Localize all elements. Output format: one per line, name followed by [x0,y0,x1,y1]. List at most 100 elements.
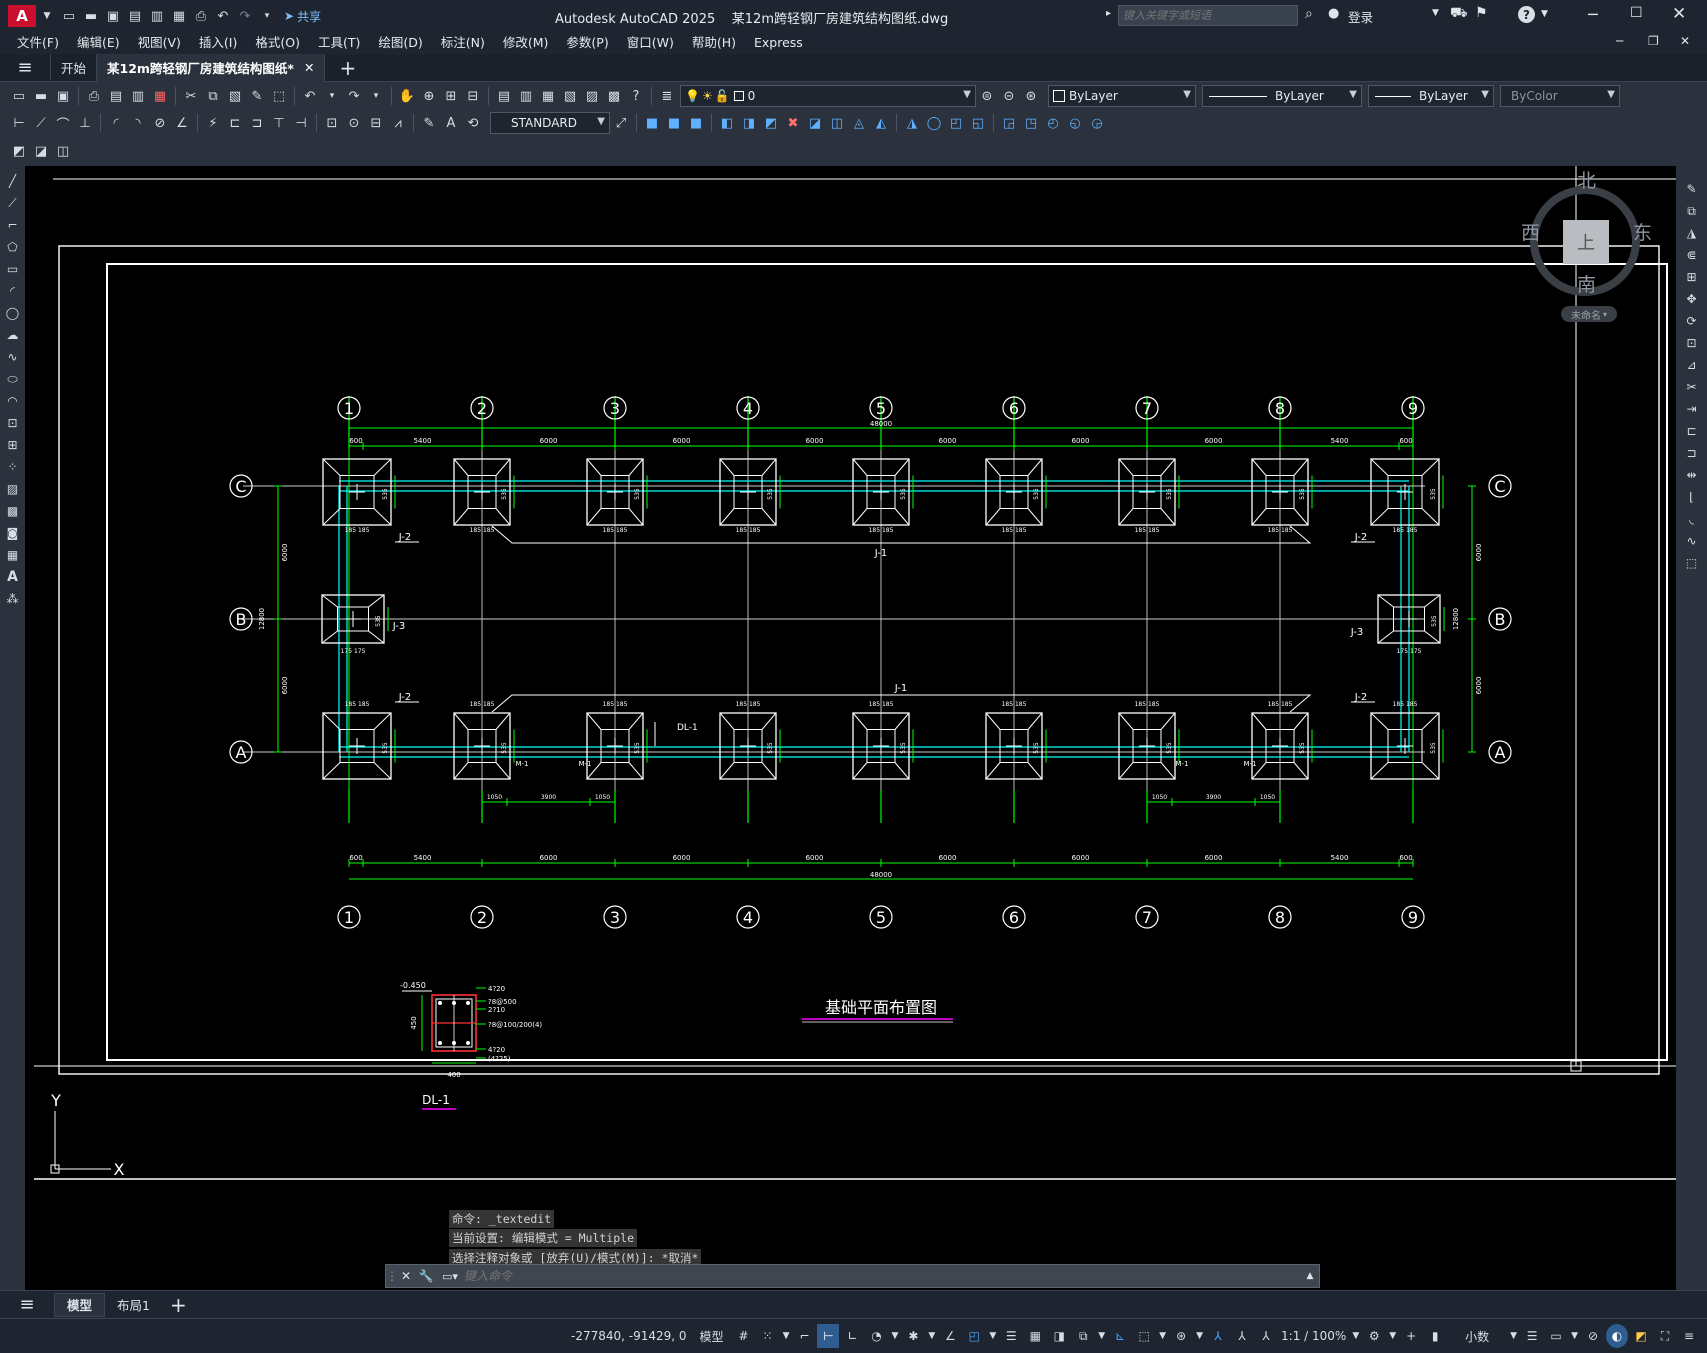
solid-section-icon[interactable]: ◩ [764,115,778,131]
dimstyle-manager-icon[interactable]: ⤢ [615,115,627,131]
viewcube-west[interactable]: 西 [1521,222,1541,244]
isolate-objects-icon[interactable]: ◐ [1606,1324,1628,1348]
solid-clean-icon[interactable]: ◰ [949,115,963,131]
undo-icon[interactable]: ↶ [217,8,229,24]
layer-match-icon[interactable]: ◩ [12,143,26,159]
menu-insert[interactable]: 插入(I) [198,35,238,50]
share-button[interactable]: ➤ 共享 [284,8,321,25]
qnew-icon[interactable]: ▭ [12,88,26,104]
sun-icon[interactable]: ☀ [701,89,713,103]
solid-fillet-icon[interactable]: ◵ [1069,115,1081,131]
extend-icon[interactable]: ⇥ [1686,402,1697,416]
center-mark-icon[interactable]: ⊙ [348,115,360,131]
solid-offset-icon[interactable]: ◱ [971,115,985,131]
grid-icon[interactable]: # [738,1329,749,1343]
cut-icon[interactable]: ✂ [185,88,197,104]
make-block-icon[interactable]: ⊞ [7,438,18,452]
move-icon[interactable]: ✥ [1686,292,1697,306]
tab-layout1[interactable]: 布局1 [105,1293,162,1317]
solid-check-icon[interactable]: ◯ [926,115,942,131]
ortho-icon[interactable]: ∟ [847,1329,858,1343]
selection-cycling-icon[interactable]: ◨ [1053,1329,1065,1343]
help-chevron-icon[interactable]: ▼ [1541,9,1548,19]
menu-file[interactable]: 文件(F) [17,35,59,50]
isodraft-chevron-icon[interactable]: ▼ [928,1331,936,1341]
snap-chevron-icon[interactable]: ▼ [782,1331,790,1341]
menu-format[interactable]: 格式(O) [255,35,300,50]
help-icon[interactable]: ? [1518,6,1535,23]
redo-icon[interactable]: ↷ [348,88,360,104]
login-button[interactable]: 登录 [1348,10,1374,25]
solid-delete-icon[interactable]: ✖ [787,115,799,131]
publish-icon[interactable]: ▥ [131,88,145,104]
viewcube[interactable] [1530,186,1640,296]
layer-isolate-icon[interactable]: ◫ [56,143,70,159]
zoom-realtime-icon[interactable]: ⊕ [423,88,435,104]
make-current-icon[interactable]: ⊜ [981,88,993,104]
menu-express[interactable]: Express [753,35,803,50]
dim-space-icon[interactable]: ⊤ [273,115,285,131]
dim-angular-icon[interactable]: ∠ [176,115,188,131]
isodraft-icon[interactable]: ✱ [908,1329,919,1343]
table-icon[interactable]: ▦ [6,548,19,562]
point-icon[interactable]: ⁘ [7,460,18,474]
plot-icon[interactable]: ⎙ [88,88,100,104]
open-folder-icon[interactable]: ▬ [84,8,98,24]
dynamic-ucs-icon[interactable]: ⊾ [1115,1329,1126,1343]
3d-osnap-icon[interactable]: ⧉ [1078,1328,1088,1343]
tolerance-icon[interactable]: ⊡ [326,115,338,131]
menu-parametric[interactable]: 参数(P) [566,35,609,50]
close-icon[interactable]: ✕ [1672,4,1687,24]
units-button[interactable]: 小数 [1465,1329,1490,1344]
scale-chevron-icon[interactable]: ▼ [1352,1331,1360,1341]
dim-text-edit-icon[interactable]: A [446,115,456,131]
solid-subtract-icon[interactable]: ■ [689,115,703,131]
copy-icon[interactable]: ⧉ [208,88,218,104]
minimize-icon[interactable]: ─ [1588,5,1598,24]
layer-on-icon[interactable]: 💡 [685,89,700,103]
command-close-icon[interactable]: ✕ [400,1269,412,1283]
object-snap-icon[interactable]: ◰ [968,1329,980,1343]
new-tab-icon[interactable]: + [339,55,357,80]
units-icon[interactable]: ▮ [1431,1329,1439,1343]
sheet-set-icon[interactable]: ▧ [563,88,577,104]
menu-dimension[interactable]: 标注(N) [440,35,485,50]
save-icon[interactable]: ▣ [56,88,70,104]
ellipse-arc-icon[interactable]: ◠ [7,394,18,408]
stretch-icon[interactable]: ⊿ [1686,358,1697,372]
menu-help[interactable]: 帮助(H) [691,35,736,50]
maximize-icon[interactable]: ☐ [1630,5,1643,21]
login-chevron-icon[interactable]: ▼ [1432,8,1439,18]
search-icon[interactable]: ⌕ [1305,6,1313,22]
spline-icon[interactable]: ∿ [7,350,18,364]
viewcube-south[interactable]: 南 [1577,274,1597,296]
layout-menu-icon[interactable]: ≡ [19,1294,35,1315]
doc-minimize-icon[interactable]: ─ [1616,34,1624,48]
infer-constraints-icon[interactable]: ⌐ [799,1329,810,1343]
customization-icon[interactable]: ≡ [1683,1329,1695,1343]
export-icon[interactable]: ▦ [172,8,186,24]
layer-dropdown[interactable]: 💡 ☀ 🔓 0 ▼ [680,85,976,107]
quick-properties-icon[interactable]: ☰ [1526,1329,1538,1343]
lock-icon[interactable]: 🔓 [714,89,730,103]
solid-taper-icon[interactable]: ◴ [1047,115,1059,131]
grip-handle[interactable]: ⋮ [386,1269,398,1283]
solid-color-icon[interactable]: ◫ [830,115,844,131]
zoom-window-icon[interactable]: ⊞ [445,88,457,104]
dim-linear-icon[interactable]: ⊢ [13,115,25,131]
jogged-linear-icon[interactable]: ⩘ [394,115,402,131]
layer-properties-icon[interactable]: ≣ [661,88,673,104]
dim-baseline-icon[interactable]: ⊏ [229,115,241,131]
viewcube-east[interactable]: 东 [1633,222,1653,244]
lineweight-dropdown[interactable]: ByLayer ▼ [1368,85,1494,107]
menu-edit[interactable]: 编辑(E) [76,35,120,50]
dim-diameter-icon[interactable]: ⊘ [154,115,166,131]
insert-block-icon[interactable]: ⊡ [7,416,18,430]
search-arrow-icon[interactable]: ▸ [1106,8,1112,19]
annotation-visibility-icon[interactable]: ⅄ [1214,1329,1222,1343]
break-point-icon[interactable]: ⊏ [1686,424,1697,438]
wcs-menu[interactable]: 未命名 ▾ [1561,306,1617,322]
transparency-icon[interactable]: ▦ [1029,1329,1041,1343]
